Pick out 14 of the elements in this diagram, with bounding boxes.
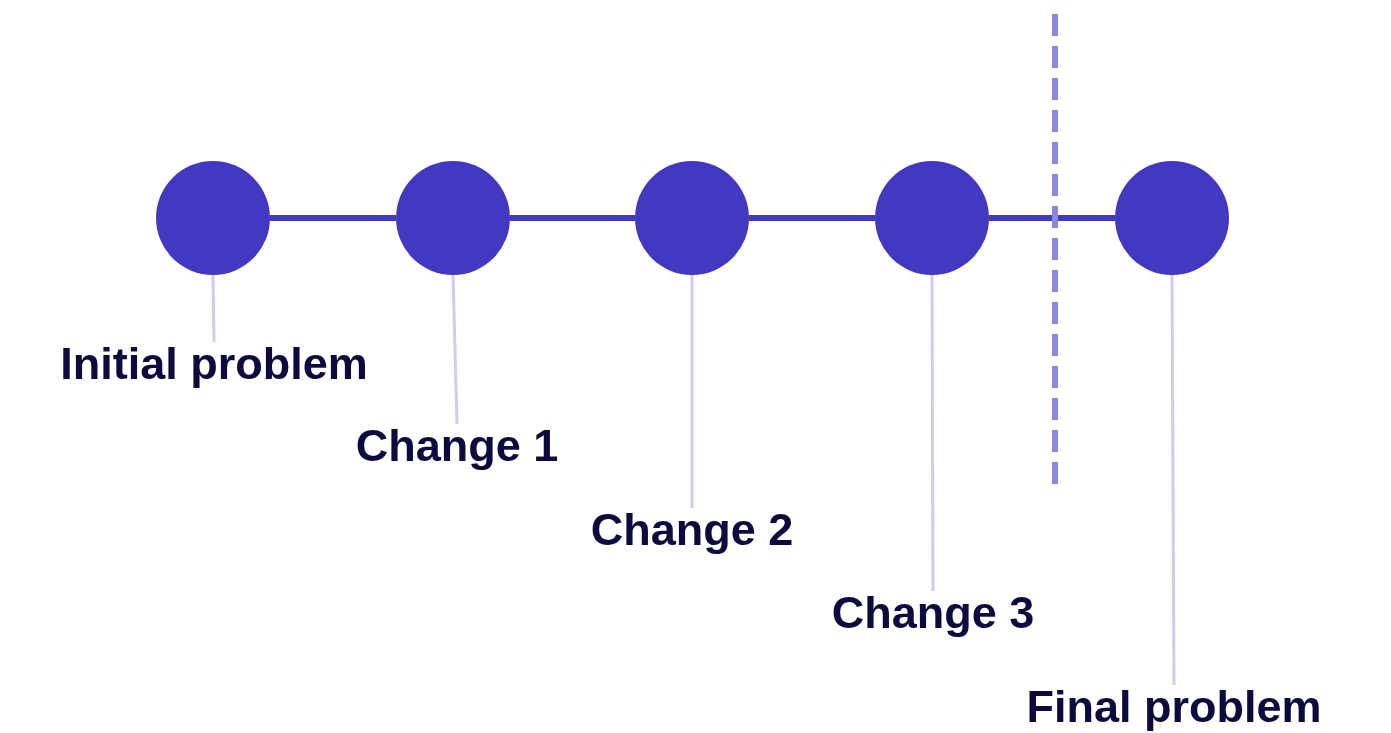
timeline-connector: [510, 215, 635, 221]
timeline-connector: [749, 215, 875, 221]
timeline-connector: [989, 215, 1115, 221]
timeline-label: Change 2: [590, 504, 794, 556]
leader-line: [211, 274, 216, 343]
timeline-connector: [270, 215, 396, 221]
timeline-label: Change 3: [831, 587, 1035, 639]
timeline-label: Change 1: [355, 420, 559, 472]
leader-line: [451, 274, 459, 425]
timeline-label: Initial problem: [60, 338, 368, 390]
leader-line: [690, 275, 694, 508]
leader-line: [1170, 275, 1176, 685]
timeline-label: Final problem: [1026, 681, 1322, 733]
leader-line: [930, 275, 935, 591]
